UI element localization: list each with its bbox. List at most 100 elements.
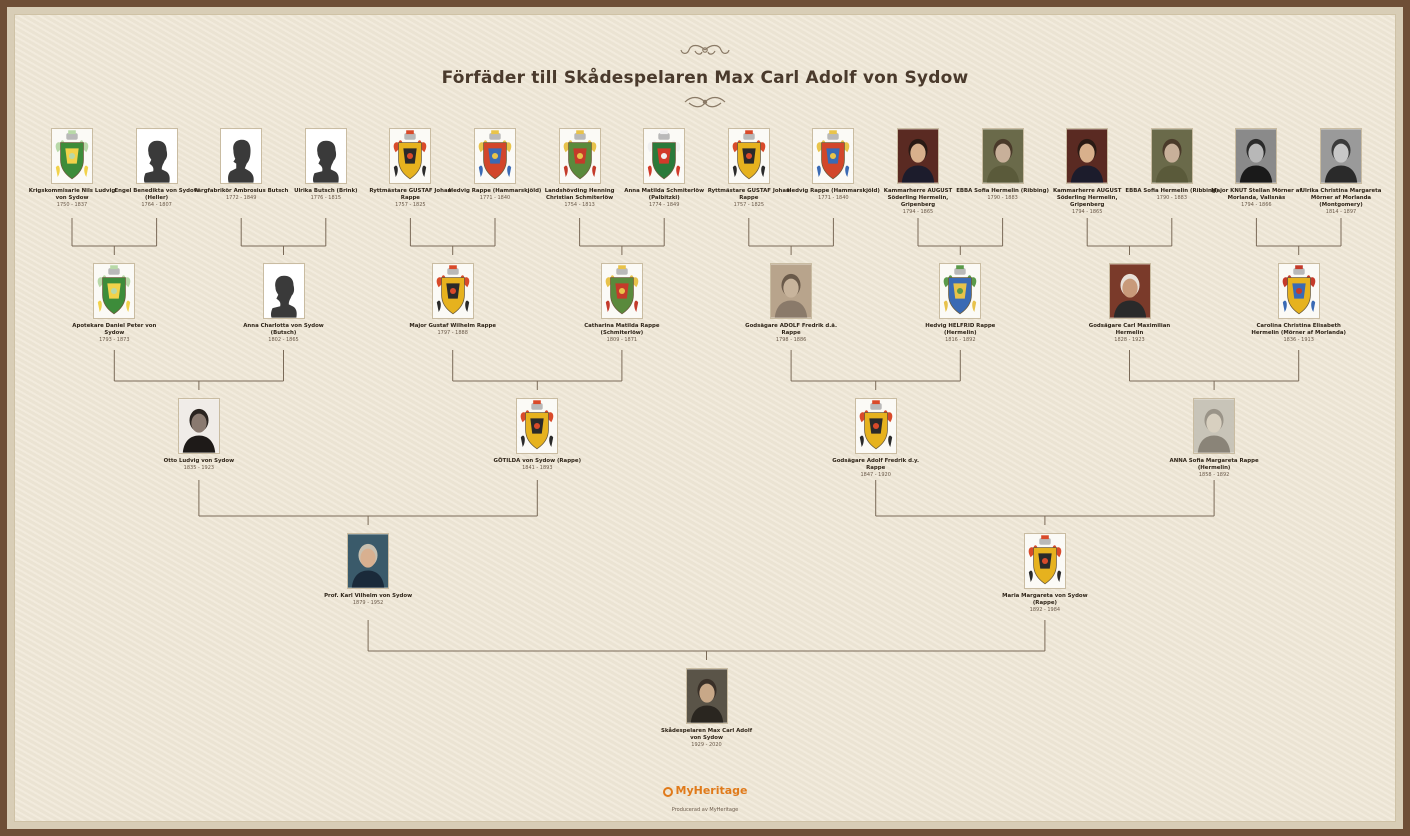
person-card[interactable]: Carolina Christina Elisabeth Hermelin (M… (1251, 263, 1347, 344)
person-name: Krigskommisarie Nils Ludvig von Sydow (28, 188, 116, 201)
coat-of-arms-rappe-icon[interactable] (727, 128, 770, 184)
person-card[interactable]: Ulrika Butsch (Brink)1776 - 1815 (278, 128, 374, 202)
person-name: Apotekare Daniel Peter von Sydow (72, 323, 157, 336)
person-years: 1771 - 1840 (479, 195, 511, 201)
person-name: GÖTILDA von Sydow (Rappe) (493, 458, 582, 464)
person-card[interactable]: Anna Charlotta von Sydow (Butsch)1802 - … (236, 263, 332, 344)
person-years: 1929 - 2020 (691, 742, 722, 748)
silhouette-female-icon[interactable] (262, 263, 305, 319)
portrait-painting-woman-icon[interactable] (1150, 128, 1193, 184)
coat-of-arms-hermelin-icon[interactable] (939, 263, 982, 319)
person-years: 1794 - 1866 (1241, 202, 1272, 208)
person-name: Ryttmästare GUSTAF Johan Rappe (707, 188, 790, 201)
coat-of-arms-rappe-icon[interactable] (854, 398, 897, 454)
coat-of-arms-rappe-icon[interactable] (431, 263, 474, 319)
person-name: Kammarherre AUGUST Söderling Hermelin, G… (1052, 188, 1122, 208)
person-name: Otto Ludvig von Sydow (163, 458, 235, 464)
person-name: Hedvig HELFRID Rappe (Hermelin) (925, 323, 996, 336)
portrait-painting-man-icon[interactable] (897, 128, 939, 184)
person-name: Färgfabrikör Ambrosius Butsch (194, 188, 289, 194)
person-years: 1794 - 1865 (1071, 209, 1103, 215)
person-card[interactable]: Landshövding Henning Christian Schmiterl… (532, 128, 628, 209)
portrait-painting-man-icon[interactable] (1066, 128, 1109, 184)
person-card[interactable]: Engel Benedikta von Sydow (Heller)1764 -… (109, 128, 205, 209)
portrait-painting-woman-icon[interactable] (981, 128, 1024, 184)
coat-of-arms-rappe-icon[interactable] (389, 128, 432, 184)
coat-of-arms-schmiterlow-icon[interactable] (558, 128, 601, 184)
portrait-photo-actor-icon[interactable] (685, 668, 728, 724)
coat-of-arms-hammarskjold-icon[interactable] (812, 128, 855, 184)
coat-of-arms-sydow-icon[interactable] (51, 128, 93, 184)
person-card[interactable]: ANNA Sofia Margareta Rappe (Hermelin)185… (1166, 398, 1262, 479)
person-card[interactable]: EBBA Sofia Hermelin (Ribbing)1790 - 1883 (1124, 128, 1220, 202)
person-name: Maria Margareta von Sydow (Rappe) (1002, 593, 1088, 606)
person-card[interactable]: GÖTILDA von Sydow (Rappe)1841 - 1893 (489, 398, 585, 472)
person-card[interactable]: Anna Matilda Schmiterlöw (Palbitzki)1774… (616, 128, 712, 209)
portrait-bw-woman-icon[interactable] (1320, 128, 1362, 184)
coat-of-arms-morner-icon[interactable] (1277, 263, 1320, 319)
chart-title: Förfäder till Skådespelaren Max Carl Ado… (441, 68, 969, 88)
person-years: 1816 - 1892 (945, 337, 976, 343)
portrait-bw-man-icon[interactable] (1235, 128, 1278, 184)
person-card[interactable]: Kammarherre AUGUST Söderling Hermelin, G… (1039, 128, 1135, 216)
person-card[interactable]: Major KNUT Stellan Mörner af Morlanda, V… (1208, 128, 1304, 209)
person-years: 1793 - 1873 (99, 337, 130, 343)
coat-of-arms-rappe-icon[interactable] (1023, 533, 1066, 589)
person-name: Hedvig Rappe (Hammarskjöld) (786, 188, 880, 194)
coat-of-arms-sydow-icon[interactable] (93, 263, 136, 319)
person-years: 1814 - 1897 (1325, 209, 1357, 215)
person-card[interactable]: Kammarherre AUGUST Söderling Hermelin, G… (870, 128, 966, 216)
person-years: 1858 - 1892 (1198, 472, 1230, 478)
person-card[interactable]: Hedvig Rappe (Hammarskjöld)1771 - 1840 (447, 128, 543, 202)
person-years: 1757 - 1825 (395, 202, 426, 208)
person-years: 1841 - 1893 (522, 465, 553, 471)
person-name: Major Gustaf Wilhelm Rappe (409, 323, 496, 329)
person-name: Prof. Karl Vilhelm von Sydow (324, 593, 413, 599)
person-years: 1764 - 1807 (141, 202, 172, 208)
person-years: 1776 - 1815 (310, 195, 342, 201)
person-years: 1847 - 1920 (860, 472, 891, 478)
person-name: EBBA Sofia Hermelin (Ribbing) (1125, 188, 1219, 194)
person-card[interactable]: Ulrika Christina Margareta Mörner af Mor… (1293, 128, 1389, 216)
silhouette-female-icon[interactable] (135, 128, 178, 184)
person-card[interactable]: EBBA Sofia Hermelin (Ribbing)1790 - 1883 (955, 128, 1051, 202)
person-years: 1879 - 1952 (352, 600, 384, 606)
coat-of-arms-palbitzki-icon[interactable] (643, 128, 686, 184)
portrait-sepia-man-icon[interactable] (770, 263, 813, 319)
person-card[interactable]: Hedvig Rappe (Hammarskjöld)1771 - 1840 (785, 128, 881, 202)
silhouette-female-icon[interactable] (304, 128, 347, 184)
person-card[interactable]: Catharina Matilda Rappe (Schmiterlöw)180… (574, 263, 670, 344)
portrait-faded-woman-icon[interactable] (1193, 398, 1236, 454)
person-name: Landshövding Henning Christian Schmiterl… (544, 188, 615, 201)
person-name: Anna Matilda Schmiterlöw (Palbitzki) (624, 188, 705, 201)
person-years: 1798 - 1886 (775, 337, 807, 343)
person-card[interactable]: Hedvig HELFRID Rappe (Hermelin)1816 - 18… (912, 263, 1008, 344)
portrait-painting-old-man-icon[interactable] (1108, 263, 1151, 319)
person-card[interactable]: Maria Margareta von Sydow (Rappe)1892 - … (997, 533, 1093, 614)
person-years: 1836 - 1913 (1283, 337, 1314, 343)
coat-of-arms-schmiterlow-icon[interactable] (600, 263, 643, 319)
portrait-oval-man-icon[interactable] (177, 398, 220, 454)
person-years: 1802 - 1865 (268, 337, 299, 343)
coat-of-arms-hammarskjold-icon[interactable] (474, 128, 516, 184)
silhouette-male-icon[interactable] (220, 128, 263, 184)
person-name: EBBA Sofia Hermelin (Ribbing) (956, 188, 1049, 194)
person-years: 1750 - 1837 (56, 202, 88, 208)
coat-of-arms-rappe-icon[interactable] (516, 398, 559, 454)
person-name: Ulrika Christina Margareta Mörner af Mor… (1300, 188, 1382, 208)
portrait-photo-man-icon[interactable] (347, 533, 390, 589)
person-years: 1771 - 1840 (818, 195, 849, 201)
person-name: Skådespelaren Max Carl Adolf von Sydow (660, 728, 753, 741)
